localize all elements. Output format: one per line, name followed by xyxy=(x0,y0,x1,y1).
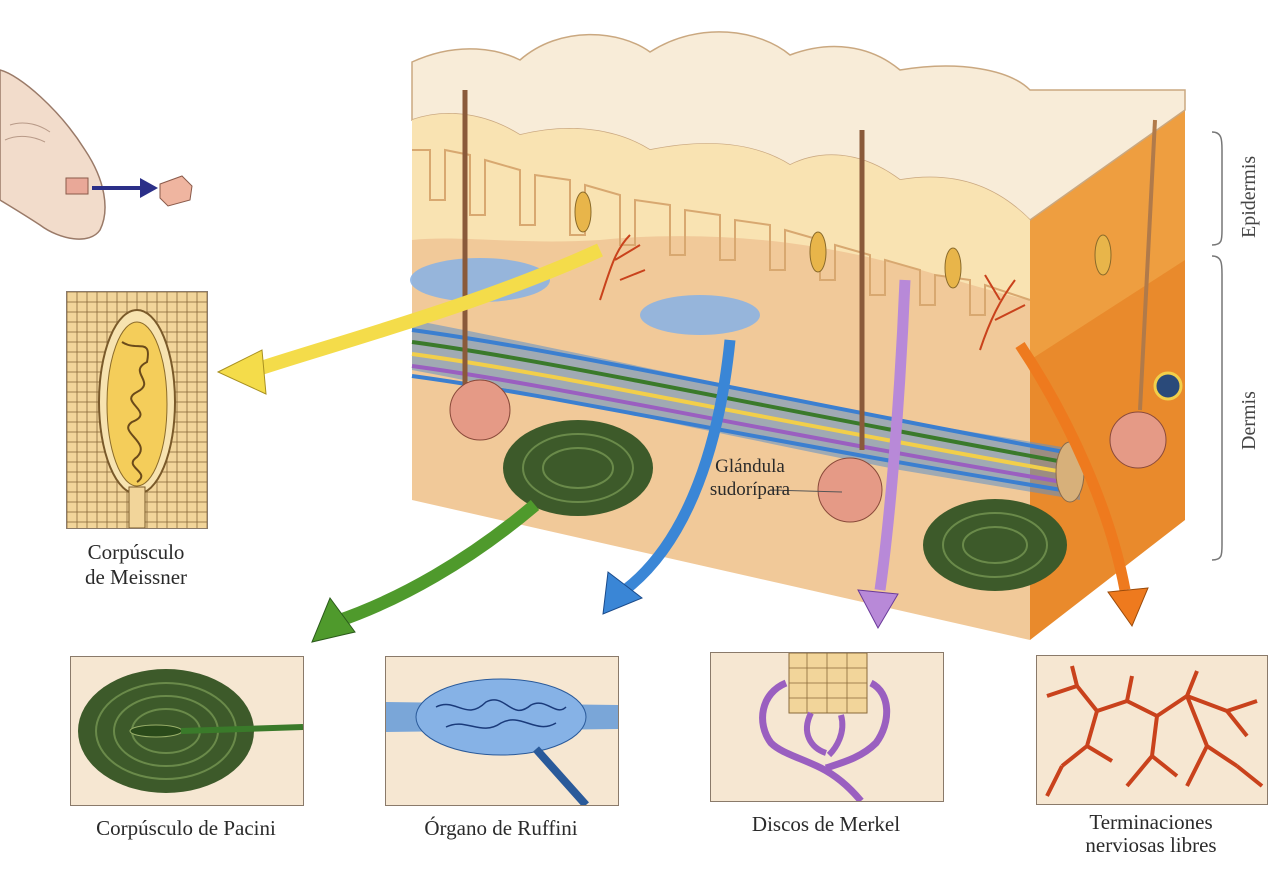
label-free-endings-line1: Terminaciones xyxy=(1089,810,1213,834)
arrow-pacini xyxy=(311,500,540,643)
label-dermis: Dermis xyxy=(1238,391,1260,450)
ruffini-illustration xyxy=(386,678,618,805)
label-pacini: Corpúsculo de Pacini xyxy=(96,816,276,840)
label-sweat-gland-line2: sudorípara xyxy=(709,479,791,500)
label-meissner-line1: Corpúsculo xyxy=(87,540,185,564)
label-free-endings-line2: nerviosas libres xyxy=(1085,833,1217,857)
label-epidermis: Epidermis xyxy=(1238,155,1260,238)
label-sweat-gland-line1: Glándula xyxy=(715,456,785,477)
sweat-gland-pointer xyxy=(769,489,843,493)
arrow-meissner xyxy=(216,243,603,395)
label-merkel: Discos de Merkel xyxy=(751,812,901,836)
free-endings-panel xyxy=(1036,655,1268,805)
merkel-panel xyxy=(710,652,944,802)
ruffini-panel xyxy=(385,656,619,806)
layer-brackets xyxy=(1211,131,1223,561)
meissner-illustration xyxy=(67,292,207,528)
merkel-illustration xyxy=(759,653,891,801)
arrow-merkel xyxy=(857,279,911,630)
meissner-panel xyxy=(66,291,208,529)
finger-illustration xyxy=(0,69,193,240)
label-meissner-line2: de Meissner xyxy=(84,565,188,589)
pacini-panel xyxy=(70,656,304,806)
free-endings-illustration xyxy=(1045,665,1264,797)
label-ruffini: Órgano de Ruffini xyxy=(424,816,578,840)
arrow-free-endings xyxy=(1015,341,1149,628)
arrow-ruffini xyxy=(602,339,736,615)
pacini-illustration xyxy=(78,669,303,793)
skin-block xyxy=(410,31,1186,640)
